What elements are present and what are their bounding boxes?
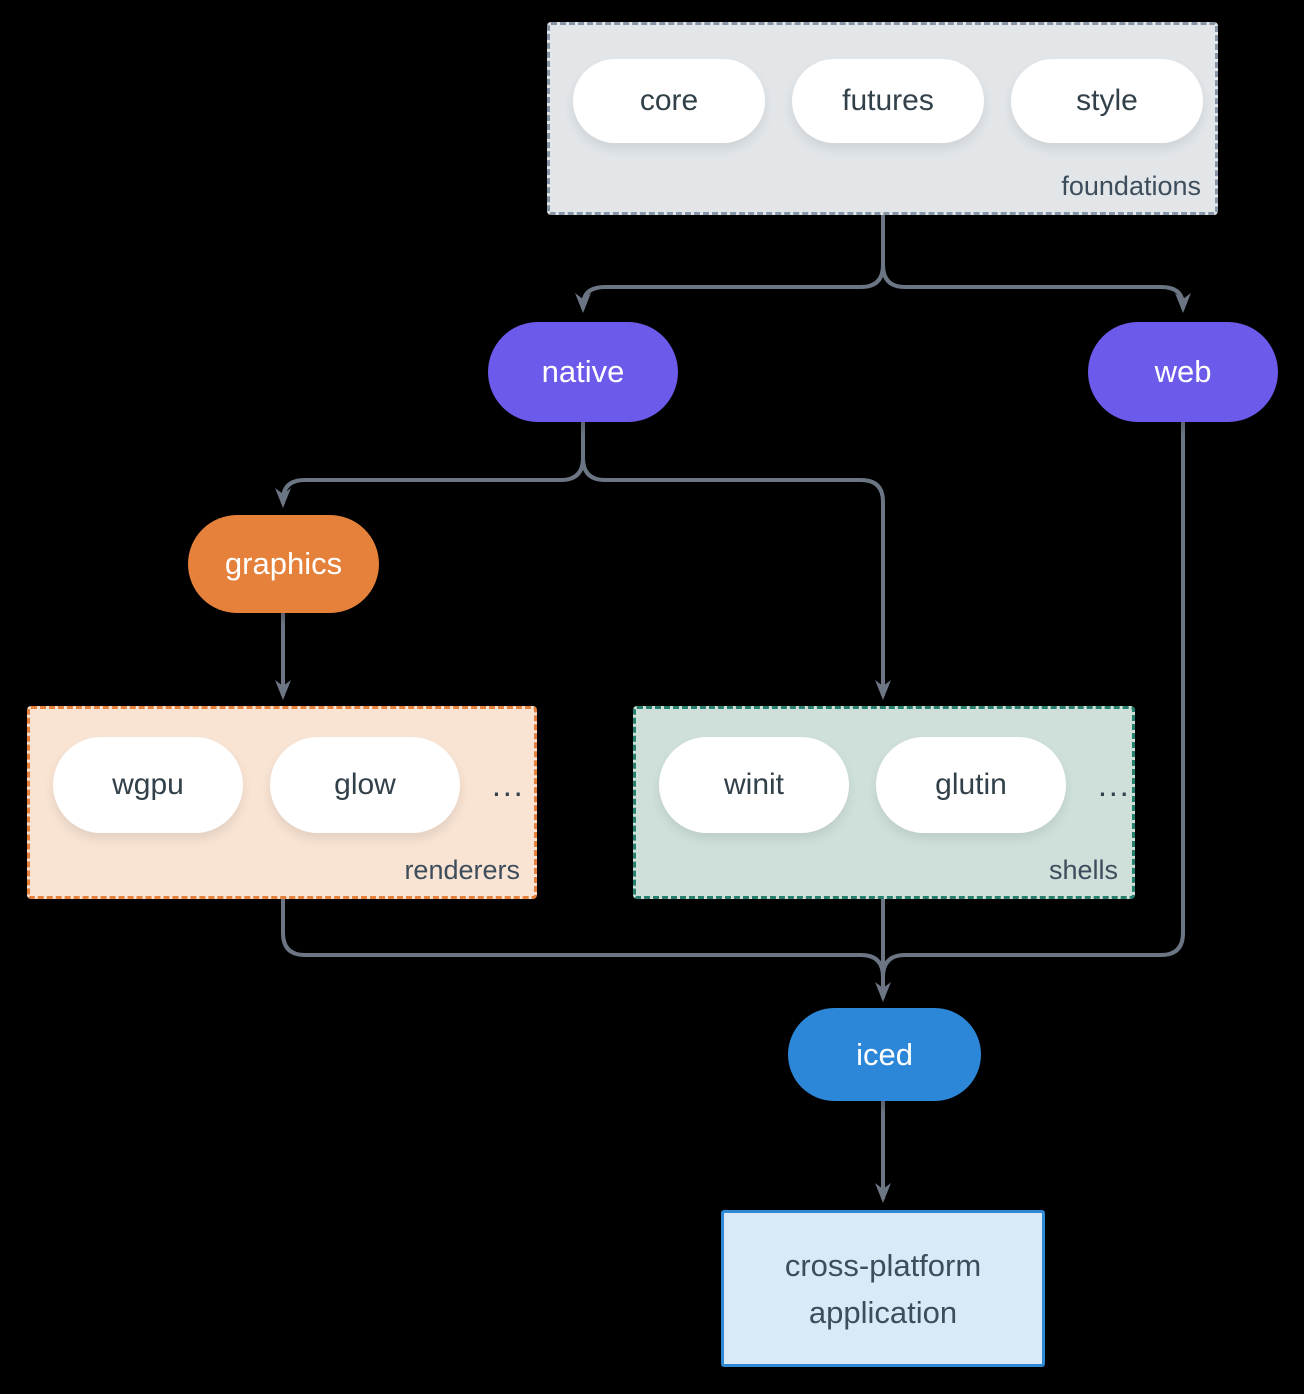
pill-futures-label: futures [842,84,934,117]
foundations-group-label: foundations [1061,171,1201,201]
pill-wgpu-label: wgpu [112,768,184,801]
app-label-line2: application [808,1294,958,1330]
renderers-group: wgpu glow ... renderers [27,706,537,899]
shells-group-label: shells [1048,855,1118,885]
pill-style-label: style [1076,84,1138,117]
renderers-pill-row: wgpu glow ... [30,709,534,833]
node-iced-label: iced [856,1036,913,1072]
edge-foundations-native [575,215,885,313]
pill-glutin: glutin [876,737,1066,833]
node-graphics-label: graphics [224,546,343,581]
pill-core-label: core [639,84,699,117]
pill-winit-label: winit [723,768,784,801]
pill-core: core [573,59,765,143]
shells-pill-row: winit glutin ... [636,709,1132,833]
edge-native-shells [581,422,891,700]
renderers-ellipsis: ... [492,766,525,803]
renderers-group-label: renderers [404,855,520,885]
node-native-label: native [541,354,625,389]
pill-glutin-label: glutin [935,768,1007,801]
shells-ellipsis: ... [1098,766,1131,803]
pill-wgpu: wgpu [53,737,243,833]
node-graphics: graphics [188,515,379,613]
pill-style: style [1011,59,1203,143]
pill-glow-label: glow [334,768,396,801]
cross-platform-application-box: cross-platform application [721,1210,1045,1367]
foundations-pill-row: core futures style [550,25,1215,143]
pill-glow: glow [270,737,460,833]
node-native: native [488,322,678,422]
edge-native-graphics [275,422,585,508]
edge-web-iced [881,422,1185,988]
node-web-label: web [1154,354,1212,389]
shells-group: winit glutin ... shells [633,706,1135,899]
edge-foundations-web [881,215,1191,313]
pill-winit: winit [659,737,849,833]
app-label-line1: cross-platform [784,1247,982,1283]
foundations-group: core futures style foundations [547,22,1218,215]
edge-renderers-iced [281,899,885,988]
node-web: web [1088,322,1278,422]
node-iced: iced [788,1008,981,1101]
pill-futures: futures [792,59,984,143]
